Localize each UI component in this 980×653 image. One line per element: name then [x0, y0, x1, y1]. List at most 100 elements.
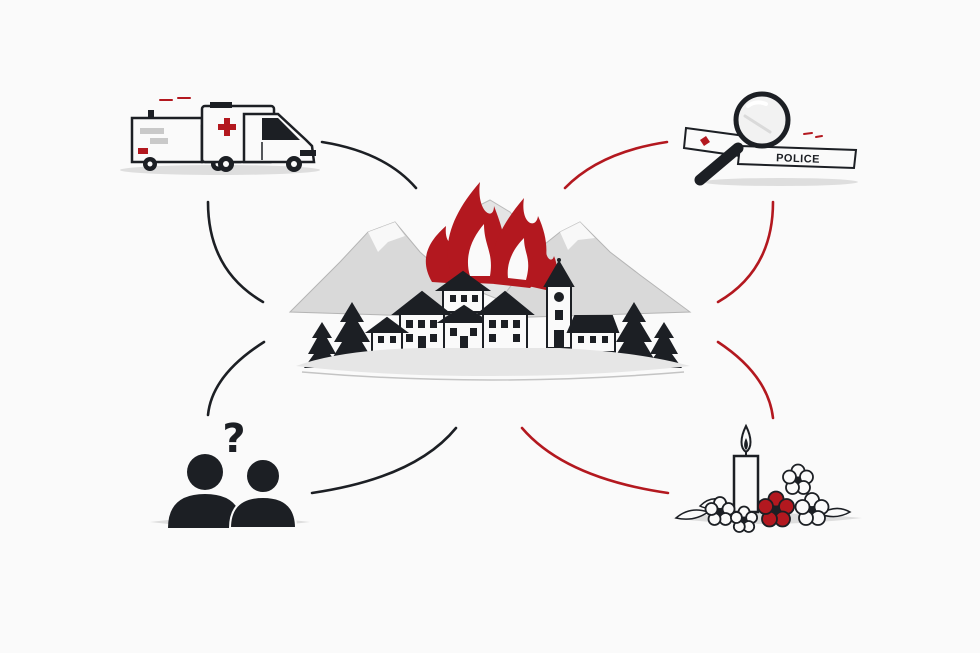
- ambulance-rear-stripe: [150, 138, 168, 144]
- person-left-icon: [168, 454, 242, 528]
- pine-tree: [646, 322, 682, 368]
- magnifier-glare: [746, 100, 768, 108]
- house-left-roof: [391, 290, 453, 315]
- church-tower-roof: [543, 260, 575, 287]
- window: [513, 334, 520, 342]
- white-flower-icon: [782, 463, 814, 495]
- pine-tree: [330, 302, 374, 362]
- window: [513, 320, 520, 328]
- pine-tree: [304, 322, 340, 368]
- arc-bottom-left-upper: [206, 340, 266, 417]
- petal: [729, 511, 743, 524]
- window: [378, 336, 384, 343]
- house-right-body: [482, 311, 528, 351]
- tower-spire-tip: [557, 258, 561, 262]
- magnifier-glare-2: [743, 114, 772, 134]
- pine-tree: [612, 302, 656, 362]
- candle-icon: [732, 423, 760, 514]
- window: [406, 320, 413, 328]
- fire-flames: [425, 182, 557, 290]
- person-left-head: [187, 454, 223, 490]
- flame-center: [447, 182, 506, 284]
- flame-highlight-right: [507, 238, 529, 280]
- fire-flames-highlight: [467, 224, 529, 280]
- accent-dash: [803, 132, 813, 135]
- window: [578, 336, 584, 343]
- memorial-candle-flowers-icon: [672, 423, 862, 533]
- arc-top-left-upper: [320, 140, 418, 190]
- window: [472, 295, 478, 302]
- house-center-roof: [436, 304, 492, 323]
- white-flower-icon: [729, 505, 758, 533]
- arc-top-left-lower: [206, 200, 265, 304]
- magnifier-handle: [694, 142, 744, 186]
- ambulance-rear-hubcap: [147, 161, 153, 167]
- white-flower-icon: [794, 492, 830, 526]
- window: [430, 320, 437, 328]
- flower-center: [741, 517, 747, 523]
- arc-bottom-left-lower: [310, 426, 458, 495]
- window: [602, 336, 608, 343]
- police-tape-band: [736, 144, 858, 170]
- questioning-people-icon: ?: [150, 416, 310, 529]
- ambulance-motion-lines: [159, 97, 191, 101]
- ambulance-front-siren: [210, 102, 232, 108]
- petal: [757, 498, 774, 515]
- burning-village-icon: [288, 182, 692, 381]
- accent-dash: [815, 135, 823, 138]
- person-right-body: [228, 495, 298, 529]
- ambulance-rear-stripe: [140, 128, 164, 134]
- police-tape-label: POLICE: [776, 152, 820, 166]
- flower-center: [794, 476, 802, 484]
- evidence-red-mark: [700, 136, 710, 146]
- window: [390, 336, 396, 343]
- window: [590, 336, 596, 343]
- village-ground: [296, 348, 690, 376]
- candle-body: [732, 454, 760, 514]
- window: [470, 328, 477, 336]
- flower-center: [772, 506, 780, 514]
- window: [489, 334, 496, 342]
- arc-bottom-right-upper: [716, 340, 775, 420]
- window: [418, 320, 425, 328]
- tower-window: [554, 292, 564, 302]
- person-left-body: [168, 494, 242, 528]
- village-ground-shadow: [301, 371, 685, 381]
- ambulance-front-hubcap: [223, 161, 229, 167]
- question-mark-icon: ?: [222, 416, 245, 462]
- mountain-snow-left: [368, 222, 405, 252]
- ambulance-front-hubcap: [291, 161, 297, 167]
- flame-highlight-center: [467, 224, 491, 276]
- white-flower-icon: [704, 496, 736, 526]
- house-right-roof: [475, 290, 535, 315]
- mountain-snow-right: [560, 222, 595, 250]
- petal: [704, 502, 719, 516]
- house-back-center-roof: [434, 270, 492, 291]
- window: [450, 328, 457, 336]
- police-red-accents: [803, 132, 823, 138]
- village-windows: [378, 292, 608, 352]
- door: [460, 336, 468, 350]
- pine-trees: [304, 302, 682, 368]
- red-flower-icon: [757, 490, 795, 528]
- person-right-head: [245, 458, 281, 494]
- police-shadow: [702, 178, 858, 186]
- candle-flame-core: [744, 438, 748, 450]
- ambulance-front: [200, 102, 316, 172]
- magnifying-glass-icon: [694, 91, 791, 186]
- ambulance-icon: [120, 97, 320, 175]
- petal: [782, 469, 797, 485]
- door: [418, 336, 426, 352]
- connector-arcs: [206, 140, 775, 495]
- ambulance-cross-icon: [218, 118, 236, 136]
- window: [461, 295, 467, 302]
- police-tape: POLICE: [736, 144, 858, 170]
- police-investigation-icon: POLICE: [682, 91, 858, 186]
- ambulance-rear-light: [148, 110, 154, 118]
- arc-bottom-right-lower: [520, 426, 670, 495]
- house-far-left-roof: [364, 316, 410, 333]
- window: [406, 334, 413, 342]
- building-right-roof: [566, 315, 620, 333]
